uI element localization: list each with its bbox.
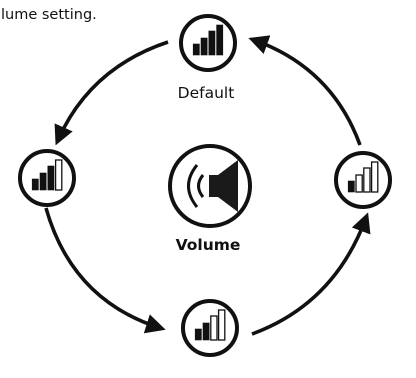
arrow-default-to-medium bbox=[54, 40, 169, 146]
default-state-label: Default bbox=[177, 84, 235, 102]
state-node-ring bbox=[179, 14, 237, 72]
speaker-wave-outer bbox=[187, 164, 199, 208]
arrow-low-to-lowest bbox=[251, 212, 371, 336]
volume-bar-empty bbox=[363, 167, 371, 193]
volume-label: Volume bbox=[175, 236, 241, 254]
volume-state-node-lowest bbox=[334, 151, 392, 209]
state-node-ring bbox=[18, 149, 76, 207]
volume-bar-filled bbox=[192, 43, 200, 56]
volume-bars-icon bbox=[347, 161, 379, 193]
volume-bar-empty bbox=[210, 315, 218, 341]
volume-bars-icon bbox=[31, 159, 63, 191]
state-node-ring bbox=[181, 299, 239, 357]
volume-bar-empty bbox=[370, 161, 379, 193]
volume-bar-filled bbox=[47, 165, 55, 191]
volume-bar-filled bbox=[208, 30, 216, 56]
speaker-cone bbox=[218, 160, 238, 212]
volume-bar-filled bbox=[31, 178, 39, 191]
speaker-sound-icon bbox=[168, 144, 252, 228]
volume-bar-empty bbox=[217, 309, 226, 341]
volume-bar-filled bbox=[39, 172, 47, 191]
volume-bar-filled bbox=[347, 180, 355, 193]
caption-text: lume setting. bbox=[1, 7, 97, 23]
volume-bar-filled bbox=[200, 37, 208, 56]
volume-bar-empty bbox=[54, 159, 63, 191]
volume-state-node-medium bbox=[18, 149, 76, 207]
speaker-wave-inner bbox=[197, 174, 205, 198]
volume-bars-icon bbox=[194, 309, 226, 341]
state-node-ring bbox=[334, 151, 392, 209]
arrow-medium-to-low bbox=[44, 207, 166, 334]
volume-bar-empty bbox=[355, 174, 363, 193]
volume-state-node-default bbox=[179, 14, 237, 72]
volume-state-node-low bbox=[181, 299, 239, 357]
volume-bar-filled bbox=[194, 328, 202, 341]
volume-bars-icon bbox=[192, 24, 224, 56]
volume-bar-filled bbox=[202, 322, 210, 341]
speaker-body bbox=[209, 175, 218, 197]
volume-bar-filled bbox=[216, 24, 224, 56]
arrow-lowest-to-default bbox=[248, 35, 362, 146]
